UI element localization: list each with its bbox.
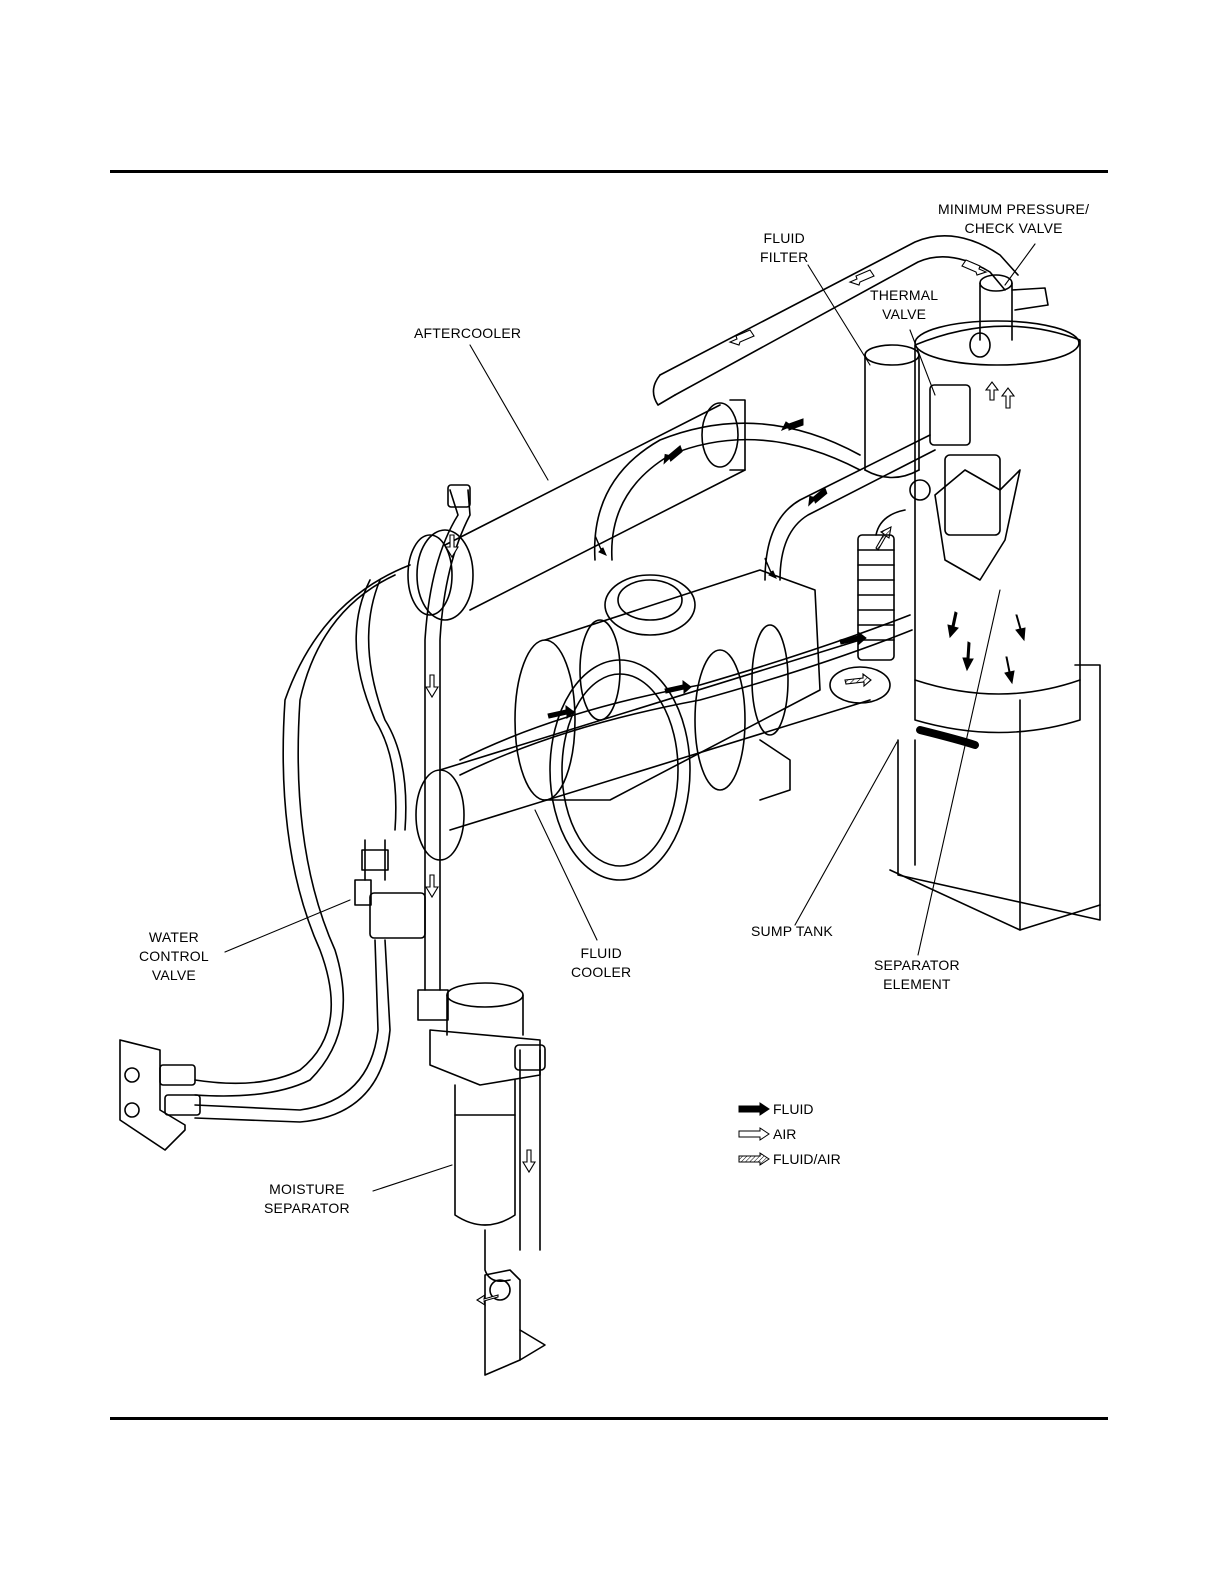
sump-tank [890,321,1100,930]
aftercooler [408,400,745,620]
label-fluid-filter: FLUID FILTER [760,229,808,267]
fluid-filter [865,345,919,478]
leader-lines [225,244,1035,1191]
legend-label: AIR [773,1126,796,1142]
solid-arrow-icon [738,1102,770,1116]
label-fluid-cooler: FLUID COOLER [571,944,631,982]
moisture-separator [418,983,545,1375]
label-moisture-separator: MOISTURE SEPARATOR [264,1180,350,1218]
label-separator-element: SEPARATOR ELEMENT [874,956,960,994]
aftercooler-outlet-line [425,485,470,990]
legend-item-fluid-air: FLUID/AIR [738,1146,841,1171]
minimum-pressure-valve [970,275,1048,357]
legend-label: FLUID [773,1101,813,1117]
label-aftercooler: AFTERCOOLER [414,324,521,343]
legend-label: FLUID/AIR [773,1151,841,1167]
legend-item-air: AIR [738,1121,841,1146]
label-minimum-pressure-check-valve: MINIMUM PRESSURE/ CHECK VALVE [938,200,1089,238]
water-lines [195,565,410,1122]
label-sump-tank: SUMP TANK [751,922,833,941]
hollow-arrow-icon [738,1127,770,1141]
fluid-return-hose [595,423,935,580]
compressor-airend [515,570,820,800]
legend-item-fluid: FLUID [738,1096,841,1121]
discharge-hose [830,510,905,703]
water-inlet-bracket [120,1040,200,1150]
fluid-cooler [416,640,870,880]
thermal-valve [910,385,1000,535]
hatched-arrow-icon [738,1152,770,1166]
label-thermal-valve: THERMAL VALVE [870,286,938,324]
legend: FLUID AIR FLUID/AIR [738,1096,841,1171]
aftercooler-air-line [653,236,1018,405]
label-water-control-valve: WATER CONTROL VALVE [139,928,209,985]
water-control-valve [355,840,425,938]
fluid-air-flow-arrows [845,527,891,686]
